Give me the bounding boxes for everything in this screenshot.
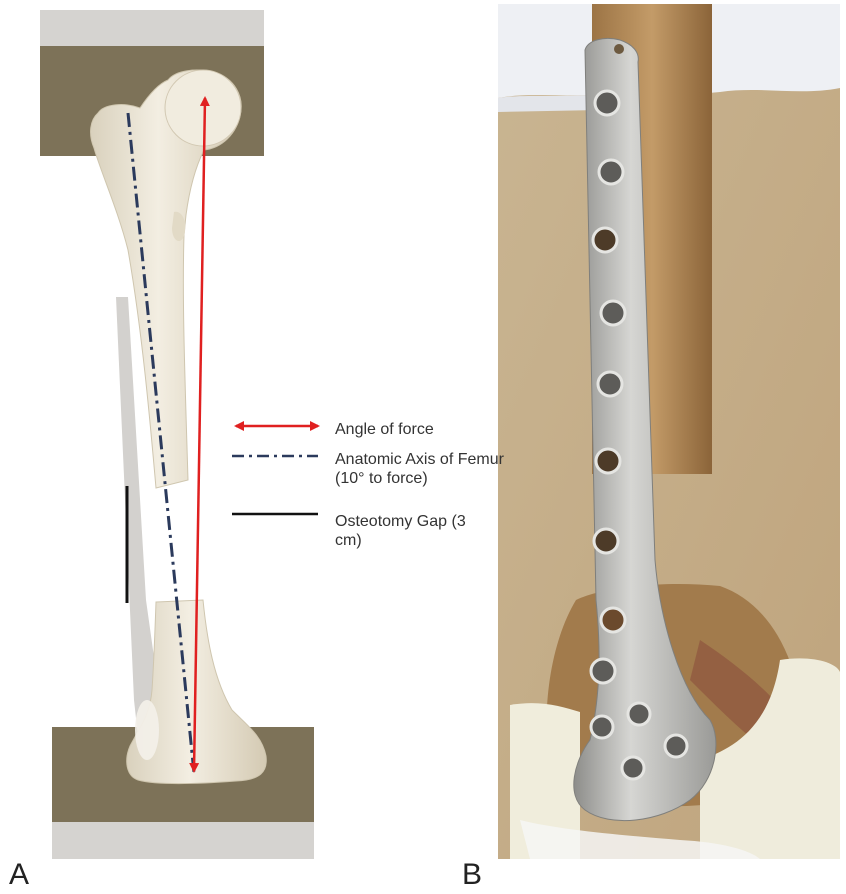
legend-gap-label: Osteotomy Gap (3 cm) [335, 512, 485, 550]
empty-hole [593, 228, 617, 252]
legend [232, 426, 318, 514]
top-clamp-pad [40, 10, 264, 46]
legend-force-label: Angle of force [335, 420, 434, 439]
panel-b-label: B [462, 858, 482, 892]
empty-hole [594, 529, 618, 553]
legend-axis-label: Anatomic Axis of Femur (10° to force) [335, 450, 510, 488]
panel-a [40, 10, 318, 859]
bottom-clamp-pad [52, 822, 314, 859]
empty-hole [601, 608, 625, 632]
screw-head [591, 716, 613, 738]
screw-head [601, 301, 625, 325]
femoral-head [165, 70, 241, 146]
screw-head [591, 659, 615, 683]
proximal-femur [91, 70, 242, 488]
panel-a-label: A [9, 858, 29, 892]
screw-head [622, 757, 644, 779]
screw-head [665, 735, 687, 757]
screw-head [628, 703, 650, 725]
plate-tip-hole [614, 44, 624, 54]
panel-b-photo [498, 4, 840, 859]
paper-towel-shadow [498, 94, 600, 112]
screw-head [598, 372, 622, 396]
distal-highlight [135, 700, 159, 760]
empty-hole [596, 449, 620, 473]
screw-head [599, 160, 623, 184]
screw-head [595, 91, 619, 115]
